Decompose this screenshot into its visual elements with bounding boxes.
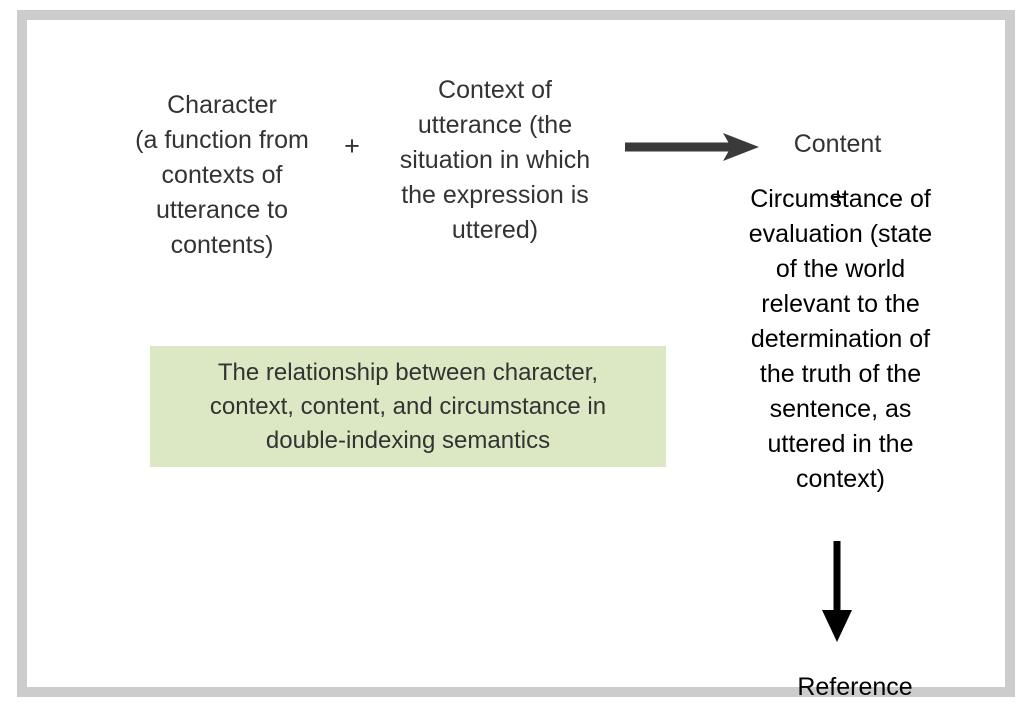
- caption-box: The relationship between character, cont…: [150, 346, 666, 467]
- node-character: Character (a function from contexts of u…: [135, 91, 309, 259]
- node-circumstance-of-evaluation: Circumstance of evaluation (state of the…: [748, 185, 933, 493]
- node-context-of-utterance: Context of utterance (the situation in w…: [399, 76, 591, 244]
- node-reference: Reference: [797, 673, 913, 701]
- plus-operator-right: +: [830, 182, 846, 212]
- caption-text: The relationship between character, cont…: [209, 358, 607, 454]
- arrow-right-icon: [623, 128, 759, 166]
- plus-operator-left: +: [344, 131, 360, 161]
- arrow-down-icon: [817, 538, 857, 642]
- node-content: Content: [793, 130, 882, 158]
- figure-frame: Character (a function from contexts of u…: [17, 10, 1015, 701]
